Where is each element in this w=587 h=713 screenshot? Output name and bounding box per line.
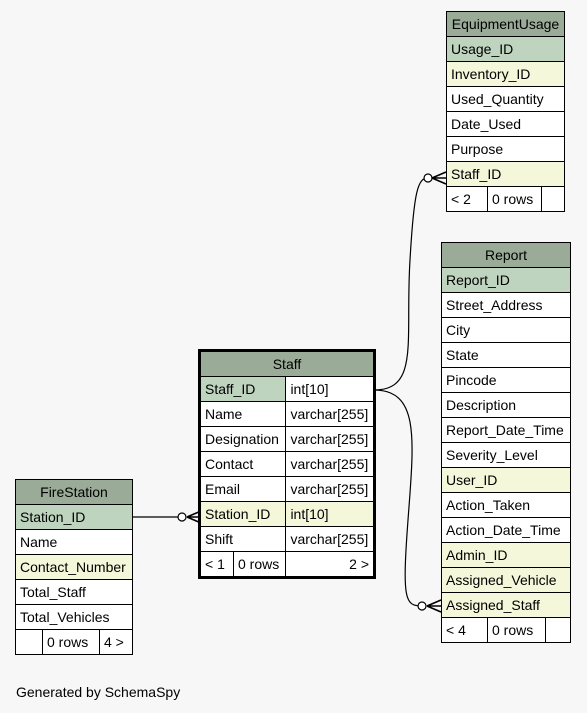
- column-inventory-id[interactable]: Inventory_ID: [446, 61, 565, 87]
- column-type: int[10]: [285, 376, 374, 402]
- column-used-quantity[interactable]: Used_Quantity: [446, 86, 565, 112]
- table-title[interactable]: EquipmentUsage: [446, 11, 565, 37]
- column-severity-level[interactable]: Severity_Level: [441, 442, 571, 468]
- column-city[interactable]: City: [441, 317, 571, 343]
- table-equipmentusage[interactable]: EquipmentUsage Usage_ID Inventory_ID Use…: [446, 11, 565, 212]
- column-contact-number[interactable]: Contact_Number: [15, 554, 133, 580]
- column-total-vehicles[interactable]: Total_Vehicles: [15, 604, 133, 630]
- column-user-id[interactable]: User_ID: [441, 467, 571, 493]
- edge-crowfoot-marker: [431, 171, 447, 185]
- column-action-taken[interactable]: Action_Taken: [441, 492, 571, 518]
- column-purpose[interactable]: Purpose: [446, 136, 565, 162]
- column-type: varchar[255]: [285, 526, 374, 552]
- column-description[interactable]: Description: [441, 392, 571, 418]
- column-shift[interactable]: Shift: [199, 526, 287, 552]
- row-count: 0 rows: [487, 617, 546, 643]
- column-date-used[interactable]: Date_Used: [446, 111, 565, 137]
- generated-by-label: Generated by SchemaSpy: [16, 684, 181, 700]
- column-type: varchar[255]: [285, 451, 374, 477]
- column-street-address[interactable]: Street_Address: [441, 292, 571, 318]
- row-count: 0 rows: [487, 186, 542, 212]
- column-assigned-vehicle[interactable]: Assigned_Vehicle: [441, 567, 571, 593]
- column-total-staff[interactable]: Total_Staff: [15, 579, 133, 605]
- edge-optional-marker: [417, 601, 427, 611]
- column-report-id[interactable]: Report_ID: [441, 267, 571, 293]
- column-pincode[interactable]: Pincode: [441, 367, 571, 393]
- edge-optional-marker: [177, 512, 187, 522]
- edge-crowfoot-marker: [426, 599, 442, 613]
- column-staff-id[interactable]: Staff_ID: [199, 376, 287, 402]
- footer-empty-cell: [541, 186, 565, 212]
- nav-right-link[interactable]: 4 >: [99, 629, 133, 655]
- column-type: int[10]: [285, 501, 374, 527]
- column-name[interactable]: Name: [15, 529, 133, 555]
- nav-left-link[interactable]: < 4: [441, 617, 488, 643]
- nav-left-link[interactable]: < 2: [446, 186, 488, 212]
- edge-staff-equipmentusage: [373, 177, 429, 391]
- column-type: varchar[255]: [285, 426, 374, 452]
- row-count: 0 rows: [232, 551, 287, 577]
- column-contact[interactable]: Contact: [199, 451, 287, 477]
- edge-crowfoot-marker: [186, 510, 202, 524]
- column-admin-id[interactable]: Admin_ID: [441, 542, 571, 568]
- column-assigned-staff[interactable]: Assigned_Staff: [441, 592, 571, 618]
- row-count: 0 rows: [42, 629, 100, 655]
- column-type: varchar[255]: [285, 476, 374, 502]
- table-title[interactable]: Staff: [200, 351, 374, 377]
- footer-empty-cell: [545, 617, 571, 643]
- table-report[interactable]: Report Report_ID Street_Address City Sta…: [441, 242, 571, 643]
- column-name[interactable]: Name: [199, 401, 287, 427]
- column-type: varchar[255]: [285, 401, 374, 427]
- nav-left-link[interactable]: < 1: [200, 551, 234, 577]
- edge-optional-marker: [423, 173, 433, 183]
- edge-staff-report: [373, 389, 423, 607]
- table-title[interactable]: Report: [441, 242, 571, 268]
- column-designation[interactable]: Designation: [199, 426, 287, 452]
- column-email[interactable]: Email: [199, 476, 287, 502]
- footer-empty-cell: [15, 629, 43, 655]
- column-action-date-time[interactable]: Action_Date_Time: [441, 517, 571, 543]
- column-state[interactable]: State: [441, 342, 571, 368]
- nav-right-link[interactable]: 2 >: [285, 551, 374, 577]
- table-title[interactable]: FireStation: [15, 479, 133, 505]
- table-staff[interactable]: Staff Staff_ID int[10] Name varchar[255]…: [198, 349, 376, 579]
- column-station-id[interactable]: Station_ID: [15, 504, 133, 530]
- column-report-date-time[interactable]: Report_Date_Time: [441, 417, 571, 443]
- column-station-id[interactable]: Station_ID: [199, 501, 287, 527]
- column-staff-id[interactable]: Staff_ID: [446, 161, 565, 187]
- column-usage-id[interactable]: Usage_ID: [446, 36, 565, 62]
- table-firestation[interactable]: FireStation Station_ID Name Contact_Numb…: [15, 479, 133, 655]
